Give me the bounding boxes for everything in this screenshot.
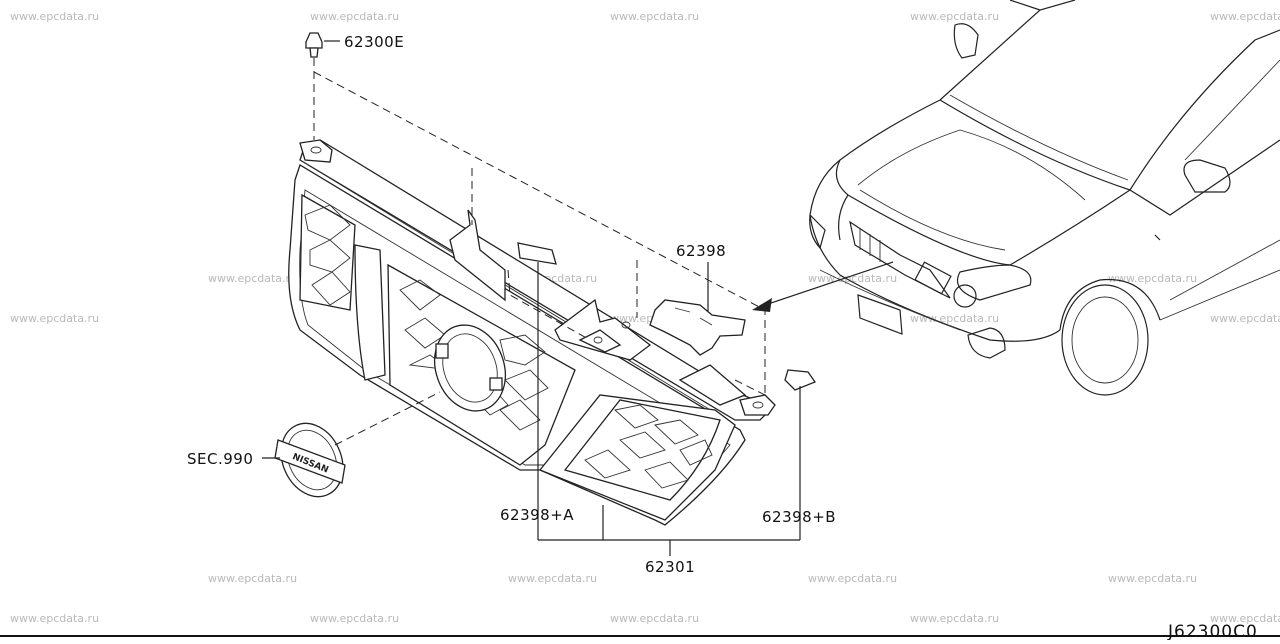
- front-fascia: [809, 159, 1061, 342]
- mesh-left-cells: [304, 204, 351, 306]
- emblem-ring-inner: [442, 333, 498, 403]
- hood-edge: [859, 189, 1006, 251]
- assembly-lines: [313, 58, 766, 446]
- windshield-inner: [949, 94, 1129, 181]
- vehicle-illustration: [752, 0, 1280, 396]
- label-seal-a: 62398+A: [500, 506, 574, 524]
- rear-tab-right: [678, 364, 747, 406]
- watermark: www.epcdata.ru: [910, 612, 999, 625]
- headlight-lamp: [953, 284, 977, 308]
- arrow-head: [752, 298, 772, 312]
- label-grille-assy: 62301: [645, 558, 695, 576]
- headlight-left: [809, 213, 826, 250]
- seal-62398-a: [517, 242, 557, 265]
- watermark: www.epcdata.ru: [610, 10, 699, 23]
- grille-assembly: [288, 139, 776, 526]
- mesh-left: [299, 193, 356, 311]
- watermark: www.epcdata.ru: [508, 572, 597, 585]
- emblem-inner: [286, 429, 338, 491]
- watermark: www.epcdata.ru: [10, 10, 99, 23]
- emblem-bar: [274, 439, 346, 484]
- dash-line: [334, 391, 441, 446]
- center-post: [354, 244, 386, 381]
- diagram-code: J62300C0: [1167, 622, 1258, 640]
- watermark: www.epcdata.ru: [910, 10, 999, 23]
- fog-light: [967, 327, 1006, 359]
- tab-hole: [621, 321, 631, 329]
- watermark-layer: www.epcdata.ru www.epcdata.ru www.epcdat…: [10, 10, 1280, 625]
- watermark: www.epcdata.ru: [1210, 612, 1280, 625]
- watermark: www.epcdata.ru: [10, 312, 99, 325]
- rear-tab: [449, 209, 506, 302]
- emblem-clip: [435, 343, 449, 359]
- grille-bars: [859, 228, 881, 262]
- door-handle: [1154, 234, 1161, 241]
- tab-hole: [593, 336, 603, 344]
- wheel-rim: [1071, 296, 1139, 384]
- rear-tab-small: [578, 329, 622, 353]
- watermark: www.epcdata.ru: [1210, 10, 1280, 23]
- label-emblem-ref: SEC.990: [187, 450, 253, 468]
- antenna-mirror: [953, 23, 979, 59]
- mesh-right: [563, 399, 721, 501]
- watermark: www.epcdata.ru: [1108, 572, 1197, 585]
- clip-mount-right: [739, 394, 776, 416]
- bracket-62398: [649, 299, 746, 356]
- hood-crease: [857, 129, 1086, 201]
- clip-stem: [309, 47, 319, 58]
- label-clip: 62300E: [344, 33, 404, 51]
- body-side: [1159, 239, 1280, 321]
- side-line: [1184, 59, 1280, 161]
- clip-62300e: [305, 32, 323, 58]
- location-arrow: [761, 261, 894, 307]
- front-emblem: [914, 261, 952, 295]
- emblem-clip: [489, 377, 503, 391]
- watermark: www.epcdata.ru: [610, 612, 699, 625]
- leader-lines: [262, 40, 801, 556]
- upper-bar-edge: [299, 159, 736, 426]
- mount-hole: [310, 146, 322, 154]
- dash-line: [734, 379, 766, 396]
- watermark: www.epcdata.ru: [310, 10, 399, 23]
- clip-mount: [299, 139, 333, 163]
- hood-outline: [835, 99, 1131, 266]
- mount-hole: [752, 401, 764, 409]
- watermark: www.epcdata.ru: [208, 272, 297, 285]
- nissan-emblem: NISSAN: [274, 422, 346, 498]
- watermark: www.epcdata.ru: [1108, 272, 1197, 285]
- rear-tab: [554, 298, 652, 361]
- dash-line: [313, 71, 766, 395]
- watermark: www.epcdata.ru: [10, 612, 99, 625]
- bumper-line: [819, 269, 961, 331]
- watermark: www.epcdata.ru: [808, 572, 897, 585]
- label-bracket: 62398: [676, 242, 726, 260]
- watermark: www.epcdata.ru: [808, 272, 897, 285]
- headlight-right: [956, 264, 1032, 301]
- watermark: www.epcdata.ru: [310, 612, 399, 625]
- bracket-ribs: [674, 307, 713, 326]
- license-plate: [857, 294, 903, 335]
- side-window: [1129, 139, 1280, 216]
- seal-62398-b: [784, 369, 817, 391]
- watermark: www.epcdata.ru: [208, 572, 297, 585]
- side-mirror: [1183, 159, 1231, 193]
- fascia-line: [838, 194, 849, 241]
- watermark: www.epcdata.ru: [1210, 312, 1280, 325]
- label-seal-b: 62398+B: [762, 508, 836, 526]
- mesh-right-cells: [584, 404, 713, 489]
- watermark: www.epcdata.ru: [910, 312, 999, 325]
- clip-head: [305, 32, 323, 49]
- wheel-arch: [1059, 278, 1161, 331]
- roof-line: [939, 0, 1076, 101]
- front-wheel: [1061, 284, 1149, 396]
- vehicle-grille: [849, 220, 951, 299]
